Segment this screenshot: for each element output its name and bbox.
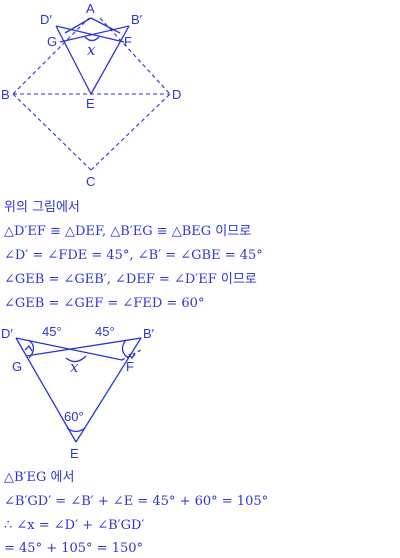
edge-bprime-g <box>59 25 130 43</box>
angle-x-arc <box>84 36 100 42</box>
label-angle-bottom: 60° <box>64 409 84 424</box>
edge-bprime-e <box>90 25 130 95</box>
angle-arc-bprime <box>121 339 129 359</box>
label-x: x <box>87 41 96 59</box>
edge-dprime-e <box>15 337 77 443</box>
label-e: E <box>70 446 79 461</box>
label-f: F <box>124 34 132 49</box>
label-angle-left: 45° <box>42 324 62 339</box>
label-f: F <box>126 359 134 374</box>
angle-x-arc <box>65 355 87 363</box>
label-c: C <box>86 174 95 189</box>
text-line-5: ∠GEB = ∠GEF = ∠FED = 60° <box>4 296 205 311</box>
edge-dprime-e <box>55 25 92 95</box>
label-e: E <box>86 96 95 111</box>
label-angle-right: 45° <box>95 324 115 339</box>
text-line-9: = 45° + 105° = 150° <box>4 541 144 556</box>
text-line-4: ∠GEB = ∠GEB′, ∠DEF = ∠D′EF 이므로 <box>4 272 257 287</box>
dashed-edge-cd <box>90 93 171 171</box>
dashed-edge-bc <box>12 93 92 171</box>
edge-dprime-f <box>55 25 125 43</box>
text-line-2: △D′EF ≡ △DEF, △B′EG ≡ △BEG 이므로 <box>4 224 252 239</box>
text-line-1: 위의 그림에서 <box>4 200 80 215</box>
dashed-edge-ad <box>99 17 171 95</box>
dashed-edge-ba <box>12 17 90 95</box>
angle-arrow-bprime <box>128 353 136 360</box>
edge-g-a <box>64 17 92 34</box>
angle-arc-dprime <box>28 339 35 359</box>
label-d-prime: D′ <box>1 326 13 341</box>
edge-bprime-e <box>75 337 142 443</box>
figure-triangle-detail: D′ B′ 45° 45° G F x 60° E <box>1 324 155 461</box>
text-line-7: ∠B′GD′ = ∠B′ + ∠E = 45° + 60° = 105° <box>4 494 269 509</box>
label-d: D <box>172 87 181 102</box>
label-b-prime: B′ <box>143 326 155 341</box>
angle-e-arc <box>66 427 86 433</box>
edge-a-f <box>90 17 121 34</box>
label-b-prime: B′ <box>131 12 143 27</box>
label-b: B <box>1 87 10 102</box>
label-d-prime: D′ <box>40 12 52 27</box>
label-g: G <box>12 359 22 374</box>
label-g: G <box>47 34 57 49</box>
text-line-8: ∴ ∠x = ∠D′ + ∠B′GD′ <box>4 518 145 533</box>
label-a: A <box>86 1 95 16</box>
edge-bprime-g <box>25 337 142 357</box>
angle-arrow-dprime <box>24 344 33 352</box>
folded-shape <box>55 17 130 95</box>
label-x: x <box>70 358 79 376</box>
text-line-6: △B′EG 에서 <box>4 470 75 485</box>
figure-folded-square: A D′ B′ G F x B E D C <box>1 1 181 189</box>
text-line-3: ∠D′ = ∠FDE = 45°, ∠B′ = ∠GBE = 45° <box>4 248 263 263</box>
